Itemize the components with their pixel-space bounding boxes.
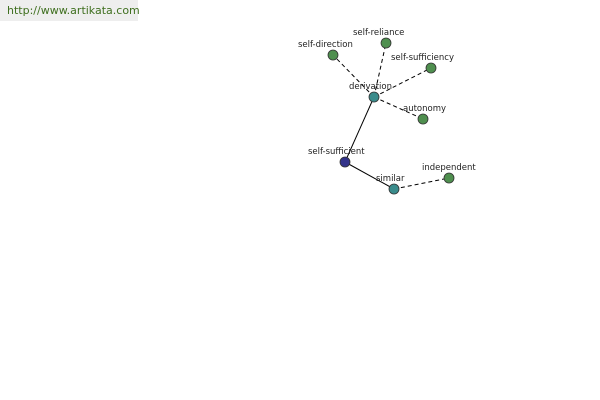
edge-derivation-self-reliance [373, 42, 387, 98]
node-independent[interactable]: independent [422, 163, 476, 184]
node-label-independent[interactable]: independent [422, 163, 476, 173]
node-label-self-sufficient[interactable]: self-sufficient [308, 147, 365, 157]
graph-edges [332, 42, 450, 190]
node-circle-self-sufficient[interactable] [339, 156, 351, 168]
node-self-sufficient[interactable]: self-sufficient [308, 147, 365, 168]
node-label-self-reliance[interactable]: self-reliance [353, 28, 404, 38]
node-circle-independent[interactable] [443, 172, 455, 184]
node-circle-self-direction[interactable] [327, 49, 339, 61]
node-label-self-direction[interactable]: self-direction [298, 40, 353, 50]
graph-nodes: self-sufficient derivation similar self-dir… [298, 28, 476, 195]
node-circle-self-reliance[interactable] [380, 37, 392, 49]
node-circle-autonomy[interactable] [417, 113, 429, 125]
node-label-self-sufficiency[interactable]: self-sufficiency [391, 53, 454, 63]
edge-similar-independent [393, 177, 450, 190]
site-url[interactable]: http://www.artikata.com [0, 0, 140, 21]
node-label-derivation[interactable]: derivation [349, 82, 392, 92]
node-autonomy[interactable]: autonomy [403, 104, 446, 125]
edge-derivation-self-direction [332, 54, 375, 98]
edge-self-sufficient-derivation [344, 96, 375, 163]
node-label-autonomy[interactable]: autonomy [403, 104, 446, 114]
edge-derivation-autonomy [373, 96, 424, 120]
node-derivation[interactable]: derivation [349, 82, 392, 103]
node-self-direction[interactable]: self-direction [298, 40, 353, 61]
edge-derivation-self-sufficiency [373, 67, 432, 98]
node-self-sufficiency[interactable]: self-sufficiency [391, 53, 454, 74]
node-circle-similar[interactable] [388, 183, 400, 195]
node-circle-self-sufficiency[interactable] [425, 62, 437, 74]
edge-self-sufficient-similar [344, 161, 395, 190]
node-similar[interactable]: similar [376, 174, 405, 195]
node-circle-derivation[interactable] [368, 91, 380, 103]
node-self-reliance[interactable]: self-reliance [353, 28, 404, 49]
node-label-similar[interactable]: similar [376, 174, 405, 184]
